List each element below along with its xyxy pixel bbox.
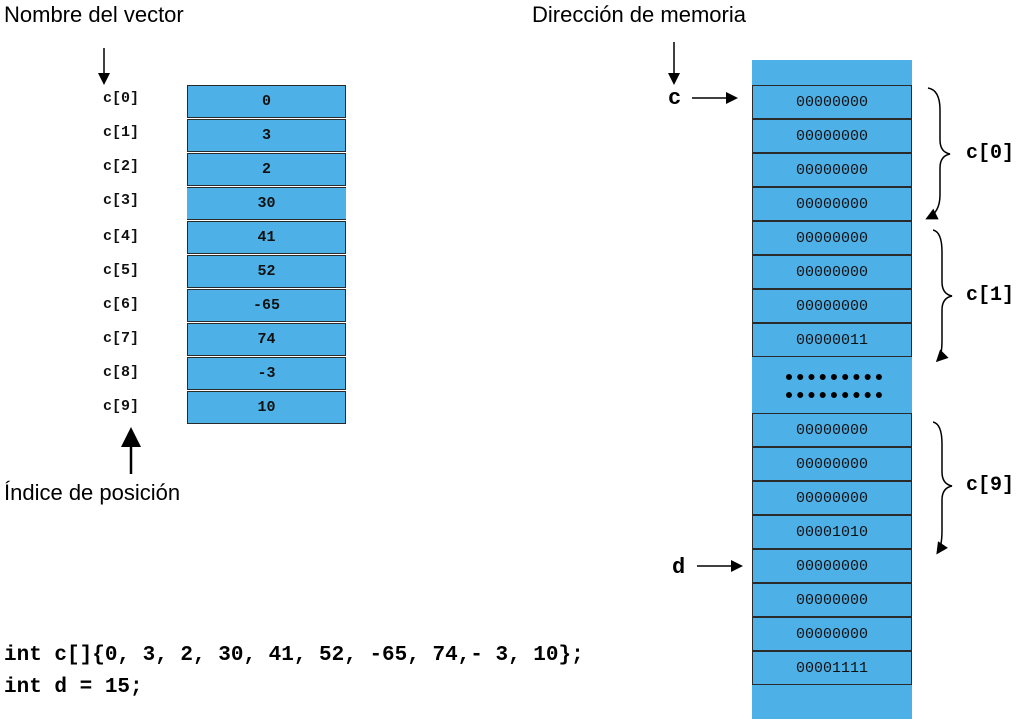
memory-cell: 00000000 bbox=[752, 153, 912, 187]
vector-cell: 41 bbox=[187, 221, 346, 254]
memory-cell: 00000000 bbox=[752, 413, 912, 447]
memory-cell: 00001111 bbox=[752, 651, 912, 685]
pointer-label-d: d bbox=[672, 555, 686, 580]
index-label: c[5] bbox=[103, 262, 140, 279]
vector-cell: 3 bbox=[187, 119, 346, 152]
ellipsis-dots bbox=[786, 392, 882, 398]
brace-icon bbox=[925, 87, 951, 220]
brace-icon bbox=[932, 421, 953, 555]
vector-cell: 74 bbox=[187, 323, 346, 356]
code-block: int c[]{0, 3, 2, 30, 41, 52, -65, 74,- 3… bbox=[4, 640, 584, 704]
index-label: c[1] bbox=[103, 124, 140, 141]
ellipsis-dots bbox=[786, 374, 882, 380]
vector-cell: -3 bbox=[187, 357, 346, 390]
memory-cell: 00000000 bbox=[752, 583, 912, 617]
memory-cell: 00000000 bbox=[752, 481, 912, 515]
memory-cell: 00000000 bbox=[752, 255, 912, 289]
memory-cell: 00000000 bbox=[752, 85, 912, 119]
index-label: c[8] bbox=[103, 364, 140, 381]
index-label: c[9] bbox=[103, 398, 140, 415]
vector-cell: -65 bbox=[187, 289, 346, 322]
code-line: int d = 15; bbox=[4, 676, 143, 699]
position-index-caption: Índice de posición bbox=[4, 480, 181, 505]
brace-icon bbox=[932, 229, 953, 363]
vector-cell: 10 bbox=[187, 391, 346, 424]
memory-address-caption: Dirección de memoria bbox=[532, 2, 746, 27]
vector-cell: 30 bbox=[187, 187, 346, 220]
pointer-label-c: c bbox=[668, 86, 682, 111]
index-label: c[6] bbox=[103, 296, 140, 313]
memory-cell: 00000000 bbox=[752, 187, 912, 221]
index-label: c[4] bbox=[103, 228, 140, 245]
vector-cell: 2 bbox=[187, 153, 346, 186]
memory-column bbox=[752, 60, 912, 719]
index-label: c[3] bbox=[103, 192, 140, 209]
index-label: c[2] bbox=[103, 158, 140, 175]
index-label: c[0] bbox=[103, 90, 140, 107]
vector-name-caption: Nombre del vector bbox=[4, 2, 184, 27]
memory-cell: 00000000 bbox=[752, 119, 912, 153]
memory-cell: 00000000 bbox=[752, 289, 912, 323]
code-line: int c[]{0, 3, 2, 30, 41, 52, -65, 74,- 3… bbox=[4, 644, 584, 667]
group-label: c[1] bbox=[966, 284, 1015, 307]
memory-cell: 00000000 bbox=[752, 221, 912, 255]
memory-cell: 00000000 bbox=[752, 617, 912, 651]
group-label: c[9] bbox=[966, 474, 1015, 497]
memory-cell: 00000011 bbox=[752, 323, 912, 357]
memory-cell: 00001010 bbox=[752, 515, 912, 549]
index-label: c[7] bbox=[103, 330, 140, 347]
memory-cell: 00000000 bbox=[752, 549, 912, 583]
vector-cell: 0 bbox=[187, 85, 346, 118]
group-label: c[0] bbox=[966, 142, 1015, 165]
vector-cell: 52 bbox=[187, 255, 346, 288]
memory-cell: 00000000 bbox=[752, 447, 912, 481]
